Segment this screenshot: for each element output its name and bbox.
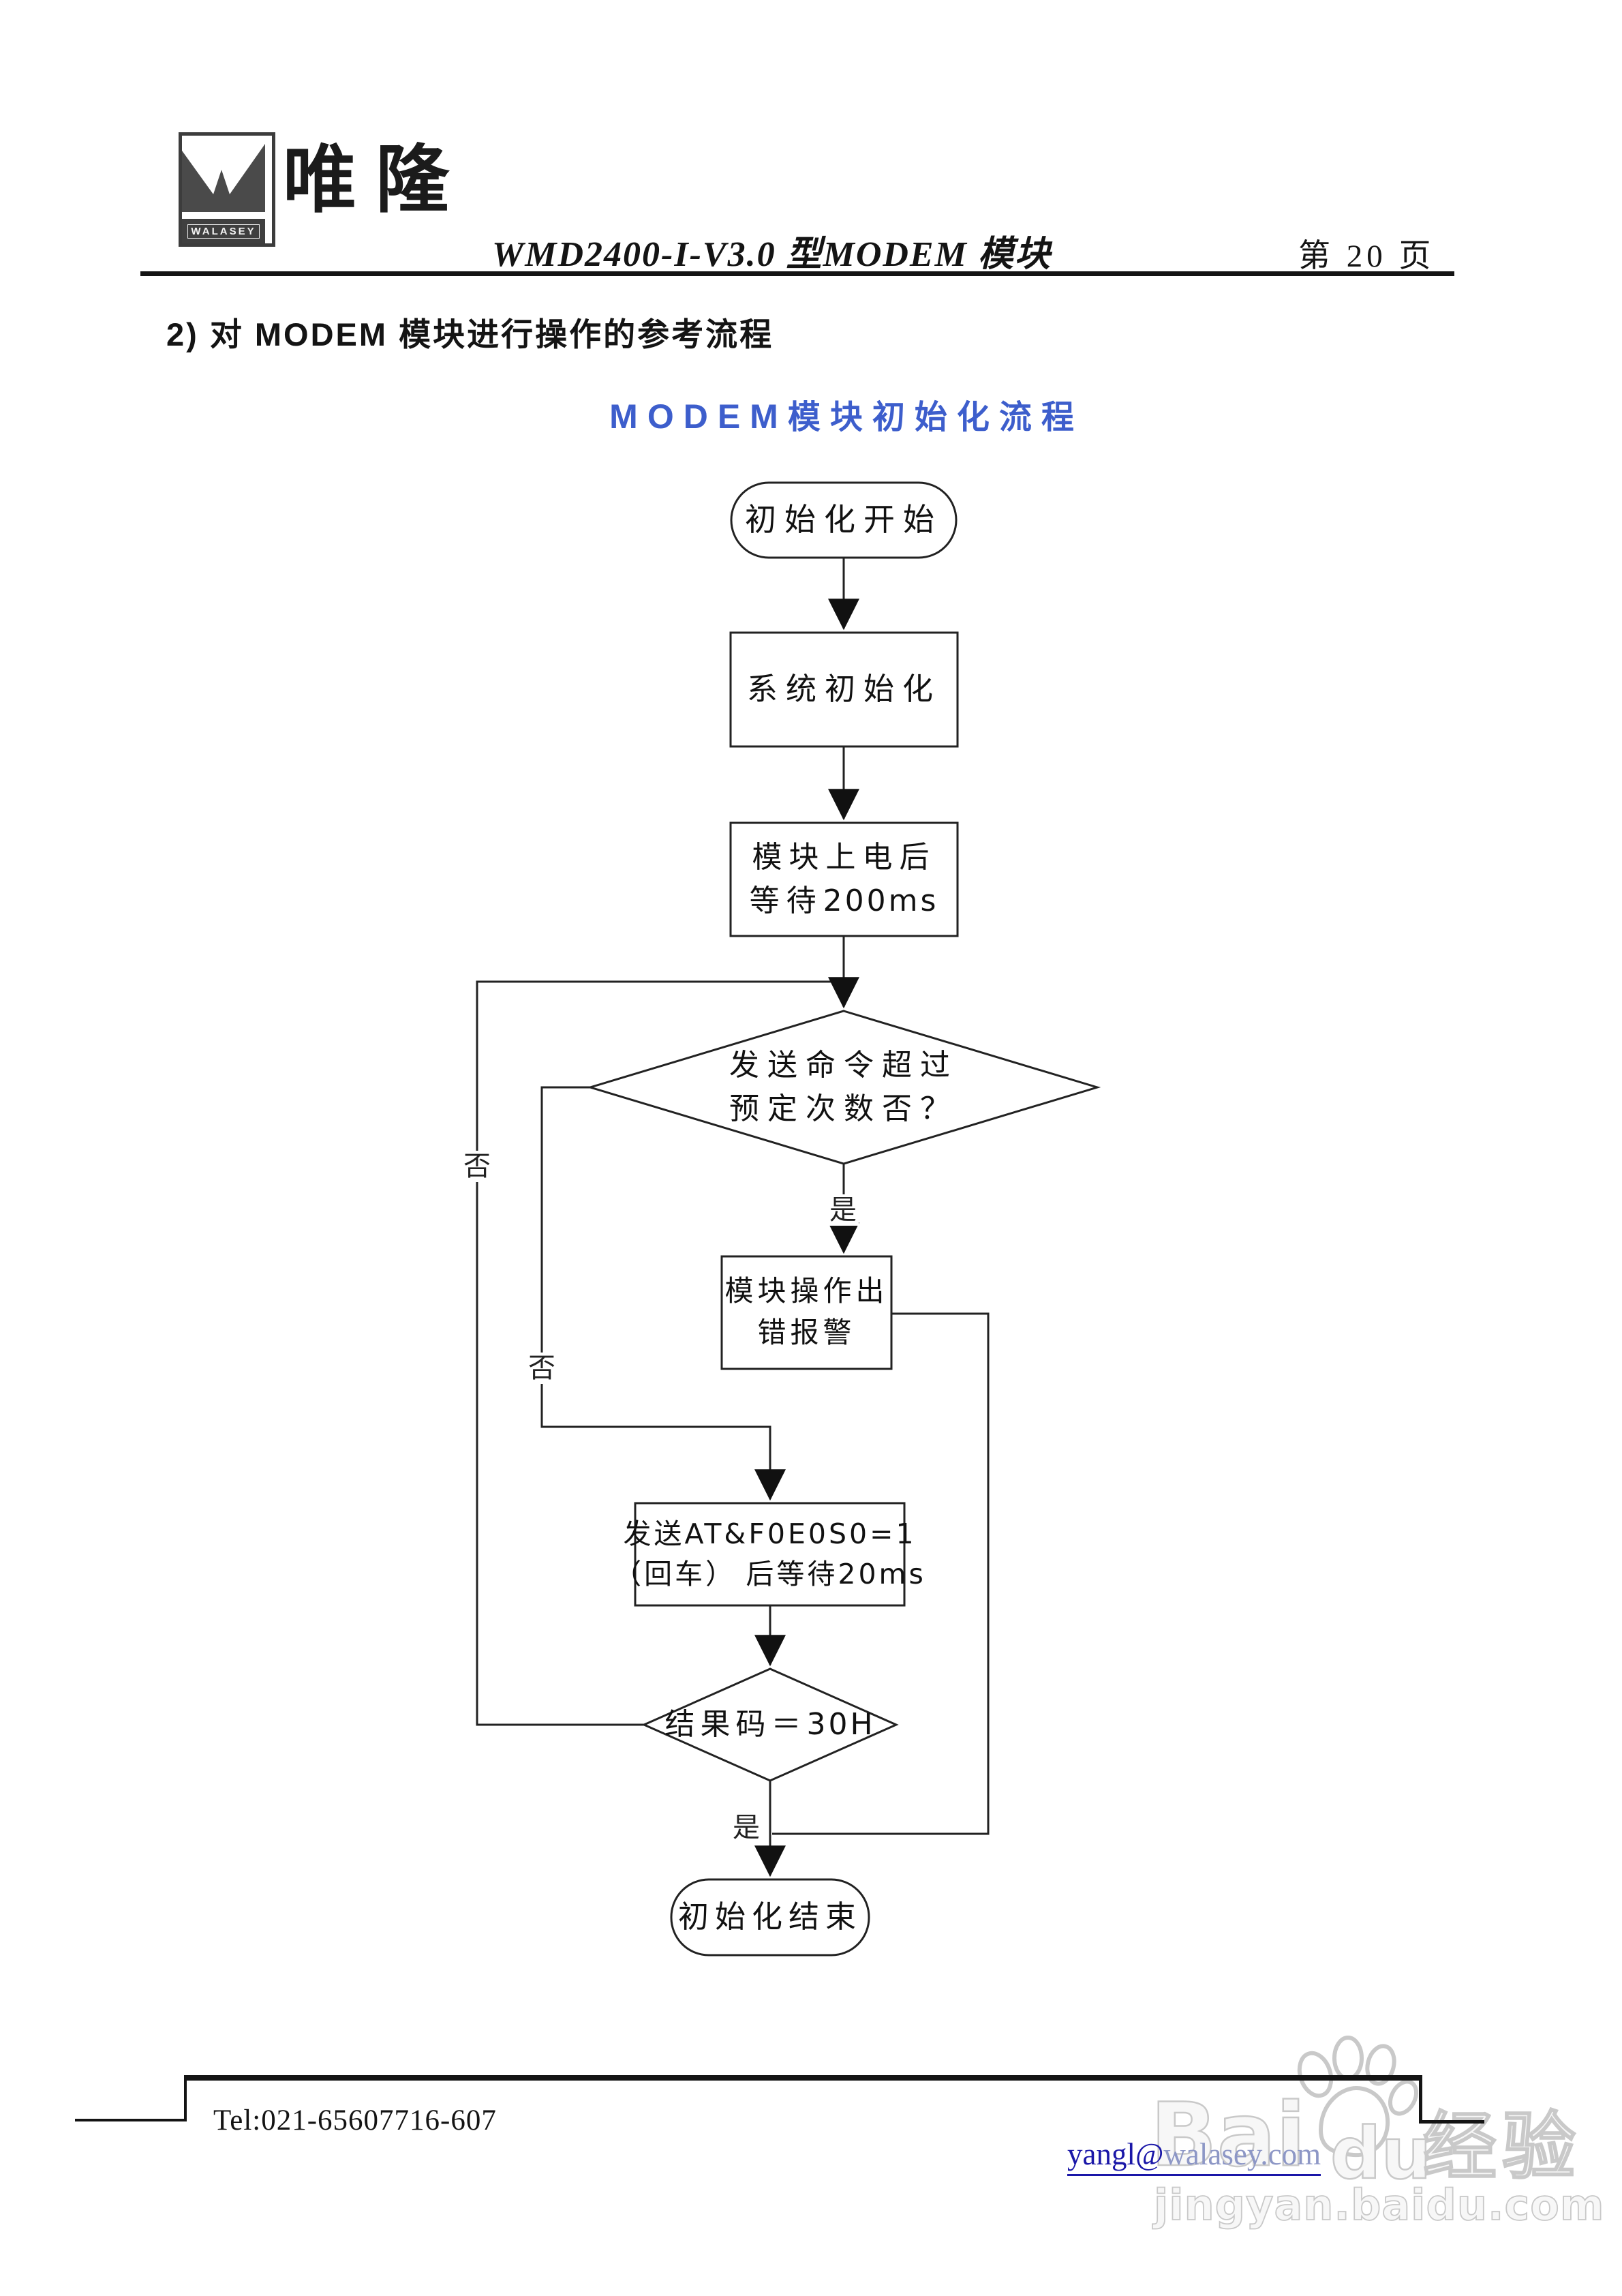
end-terminator-shape (670, 1878, 870, 1957)
send-node-label: 发送AT&F0E0S0=1 （回车） 后等待20ms (613, 1517, 926, 1590)
footer-telephone: Tel:021-65607716-607 (213, 2104, 497, 2136)
email-user-part: yangl@ (1067, 2137, 1164, 2171)
decision2-label: 结果码＝30H (664, 1707, 876, 1742)
footer-rule-right-step (1419, 2120, 1484, 2124)
baidu-watermark-text-2: du (1330, 2111, 1433, 2196)
connector-error-to-end (772, 1312, 990, 1835)
connector-decision2-no-loop (476, 980, 842, 1726)
end-node-label: 初始化结束 (677, 1899, 862, 1934)
page-number: 第 20 页 (1298, 239, 1435, 274)
power-process-shape (729, 821, 959, 937)
logo-mountain-icon (182, 136, 265, 212)
section-heading: 2) 对 MODEM 模块进行操作的参考流程 (166, 316, 774, 352)
jingyan-url-watermark: jingyan.baidu.com (1153, 2179, 1605, 2231)
decision2-shape (641, 1667, 899, 1782)
logo-wordmark: WALASEY (182, 219, 265, 243)
decision1-label: 发送命令超过 预定次数否？ (729, 1048, 958, 1126)
connector-decision1-no (540, 1086, 786, 1501)
init-process-shape (729, 631, 959, 748)
error-process-shape (720, 1255, 893, 1370)
error-node-label: 模块操作出 错报警 (724, 1275, 889, 1349)
start-node-label: 初始化开始 (745, 502, 943, 537)
jingyan-badge-text: 经验 (1422, 2104, 1582, 2190)
baidu-watermark-text: Bai (1150, 2084, 1306, 2188)
footer-rule-left-vertical (184, 2077, 187, 2121)
decision1-yes-label: 是 (827, 1194, 859, 1226)
company-name: 唯隆 (283, 138, 469, 221)
init-node-label: 系统初始化 (746, 671, 941, 706)
footer-rule-right-vertical (1419, 2075, 1422, 2123)
flowchart-title-zh: 模块初始化流程 (787, 399, 1084, 436)
flowchart-title: MODEM模块初始化流程 (609, 390, 1084, 438)
decision2-yes-label: 是 (733, 1812, 760, 1843)
footer-rule-main (184, 2075, 1421, 2081)
flowchart-title-en: MODEM (609, 397, 788, 436)
decision1-shape (586, 1010, 1101, 1165)
walasey-logo: WALASEY (179, 132, 275, 247)
power-node-label: 模块上电后 等待200ms (749, 841, 939, 918)
footer-rule-left-step (75, 2119, 185, 2121)
email-domain-part: walasey.com (1163, 2137, 1321, 2171)
header-divider (140, 271, 1454, 276)
send-process-shape (634, 1502, 906, 1607)
document-title: WMD2400-I-V3.0 型MODEM 模块 (492, 235, 1052, 274)
start-terminator-shape (730, 481, 958, 559)
decision2-no-label: 否 (461, 1151, 493, 1182)
footer-email-link[interactable]: yangl@walasey.com (1067, 2136, 1321, 2176)
decision1-no-label: 否 (526, 1353, 557, 1384)
baidu-paw-icon (1297, 2036, 1419, 2158)
